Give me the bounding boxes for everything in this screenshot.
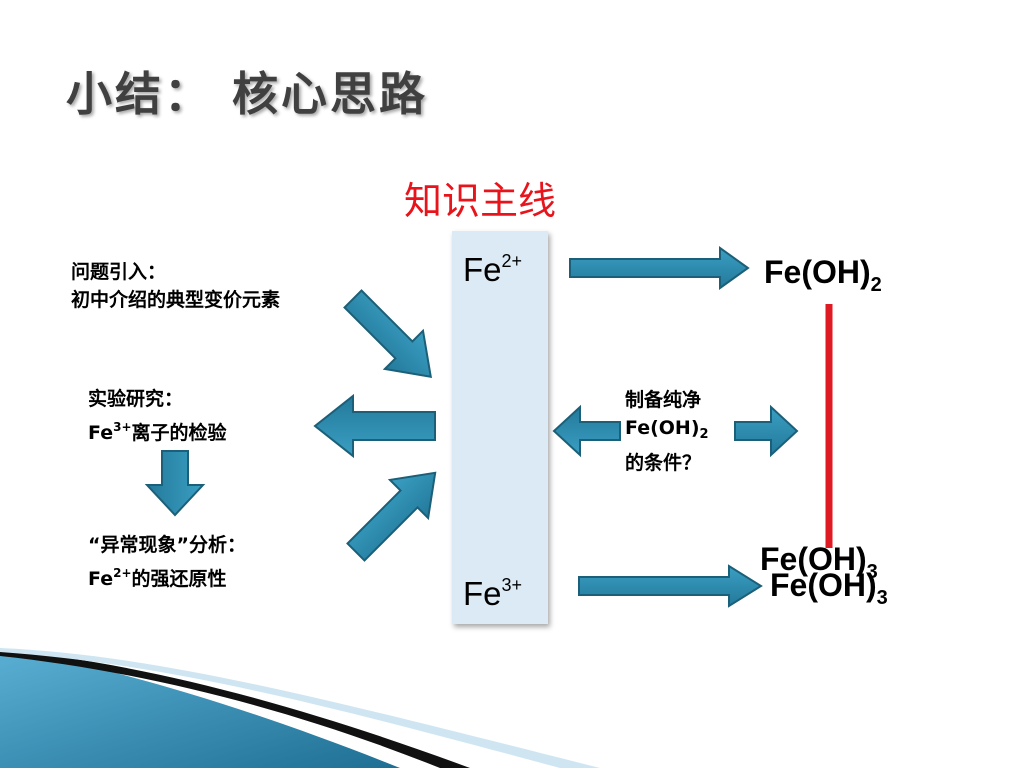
corner-decoration — [0, 648, 600, 768]
prep-note-line1: 制备纯净 — [625, 389, 702, 411]
feoh3-sub: 3 — [876, 587, 888, 609]
arrow-fe3-to-feoh3-icon — [578, 564, 763, 608]
fe3-ion-label: Fe3+ — [463, 575, 522, 613]
arrow-experiment-icon — [313, 393, 436, 459]
intro-note-line1: 问题引入： — [71, 261, 167, 283]
arrow-prep-right-icon — [734, 404, 799, 458]
fe2-ion-label: Fe2+ — [463, 251, 522, 289]
feoh2-sub: 2 — [870, 274, 882, 296]
experiment-charge: 3+ — [113, 420, 132, 434]
feoh3-formula: Fe(OH) — [770, 567, 877, 603]
anomaly-note-line1: “异常现象”分析： — [88, 534, 246, 556]
experiment-note-line1: 实验研究： — [88, 388, 184, 410]
feoh2-formula: Fe(OH) — [764, 254, 871, 290]
fe3-symbol: Fe — [463, 575, 502, 612]
arrow-down-icon — [144, 450, 206, 517]
prep-formula: Fe(OH) — [625, 417, 700, 439]
arrow-intro-icon — [343, 289, 433, 379]
anomaly-rest: 的强还原性 — [131, 568, 227, 590]
anomaly-note-line2: Fe2+的强还原性 — [88, 559, 246, 593]
fe2-charge: 2+ — [501, 251, 523, 271]
anomaly-charge: 2+ — [113, 566, 132, 580]
arrow-fe2-to-feoh2-icon — [569, 246, 750, 290]
intro-note: 问题引入： 初中介绍的典型变价元素 — [71, 258, 280, 314]
page-title: 小结： 核心思路 — [66, 67, 429, 121]
intro-note-line2: 初中介绍的典型变价元素 — [71, 289, 281, 311]
anomaly-note: “异常现象”分析： Fe2+的强还原性 — [88, 531, 246, 593]
experiment-fe: Fe — [88, 422, 114, 444]
arrow-anomaly-icon — [346, 471, 437, 562]
feoh3-label: Fe(OH)3 — [770, 567, 888, 610]
experiment-rest: 离子的检验 — [131, 422, 227, 444]
feoh3-formula-back: Fe(OH) — [760, 541, 867, 577]
arrow-prep-left-icon — [552, 404, 621, 458]
prep-note-line2: Fe(OH)2 — [625, 414, 709, 449]
feoh3-label-back: Fe(OH)3 — [760, 541, 878, 584]
feoh2-label: Fe(OH)2 — [764, 254, 882, 297]
prep-note: 制备纯净 Fe(OH)2 的条件？ — [625, 386, 709, 477]
anomaly-fe: Fe — [88, 568, 114, 590]
experiment-note: 实验研究： Fe3+离子的检验 — [88, 385, 227, 447]
experiment-note-line2: Fe3+离子的检验 — [88, 413, 227, 447]
prep-sub: 2 — [699, 427, 709, 442]
ion-panel — [452, 231, 548, 624]
fe2-symbol: Fe — [463, 251, 502, 288]
fe3-charge: 3+ — [501, 575, 523, 595]
prep-note-line3: 的条件？ — [625, 452, 702, 474]
feoh3-sub-back: 3 — [866, 561, 878, 583]
main-line-label: 知识主线 — [404, 179, 557, 223]
